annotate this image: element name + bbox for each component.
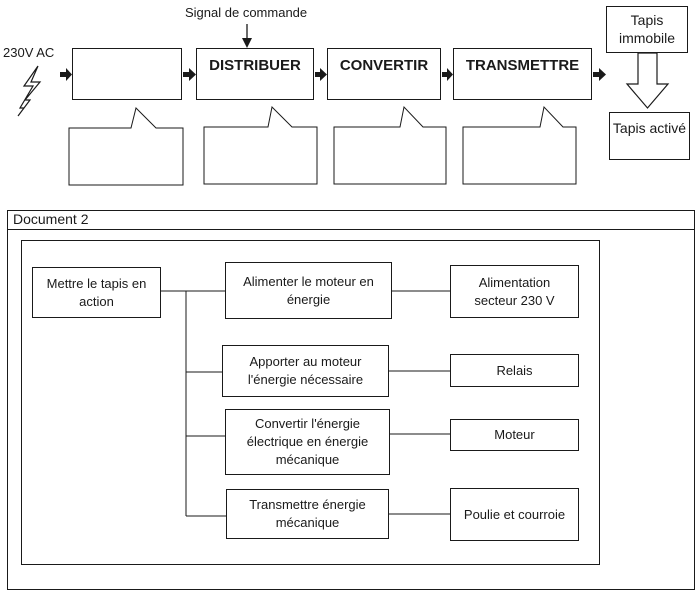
solution-1: Alimentation secteur 230 V [450,265,579,318]
hollow-down-arrow-icon [625,52,670,109]
callout-bubble [203,105,318,185]
document2-title-divider [7,229,695,230]
callout-bubble [462,105,577,185]
signal-label: Signal de commande [185,5,308,20]
energy-chain-graphics [17,24,670,186]
main-function-box: Mettre le tapis en action [32,267,161,318]
arrow-right-icon [320,68,327,81]
arrow-right-icon [189,68,196,81]
function-box-distribuer: DISTRIBUER [196,48,314,100]
technical-function-3: Convertir l'énergie électrique en énergi… [225,409,390,475]
power-label: 230V AC [3,45,55,60]
technical-function-1: Alimenter le moteur en énergie [225,262,392,319]
callout-bubble [333,105,447,185]
function-box-supply [72,48,182,100]
lightning-icon [17,65,42,117]
technical-function-4: Transmettre énergie mécanique [226,489,389,539]
solution-2: Relais [450,354,579,387]
solution-4: Poulie et courroie [450,488,579,541]
function-box-convertir: CONVERTIR [327,48,441,100]
callout-bubble [68,107,184,186]
solution-3: Moteur [450,419,579,451]
document2-title: Document 2 [13,211,89,227]
arrow-right-icon [599,68,606,81]
tapis-immobile-box: Tapis immobile [606,6,688,53]
arrow-right-icon [447,68,453,81]
tapis-active-box: Tapis activé [609,112,690,160]
arrow-right-icon [66,68,72,81]
technical-function-2: Apporter au moteur l'énergie nécessaire [222,345,389,397]
function-box-transmettre: TRANSMETTRE [453,48,592,100]
